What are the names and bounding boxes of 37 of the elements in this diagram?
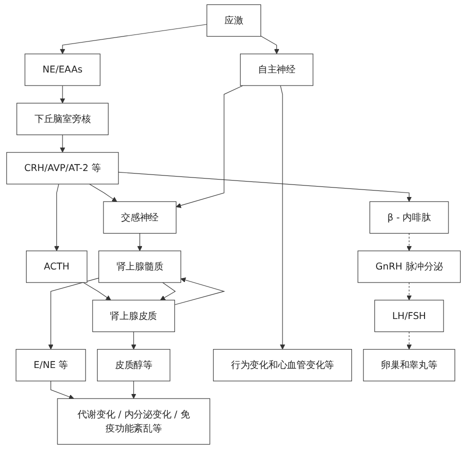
- arrow: [131, 331, 136, 350]
- node-box: NE/EAAs: [24, 54, 100, 86]
- node-box: 皮质醇等: [97, 349, 170, 382]
- arrow: [60, 134, 66, 153]
- arrow: [176, 85, 244, 208]
- node-box: 下丘脑室旁核: [16, 102, 109, 136]
- arrow: [406, 331, 412, 350]
- arrow: [137, 233, 142, 252]
- node-box: 自主神经: [240, 54, 314, 86]
- node-box: CRH/AVP/AT-2 等: [6, 152, 119, 184]
- arrow: [50, 380, 74, 400]
- arrow: [174, 278, 226, 306]
- node-box: GnRH 脉冲分泌: [358, 250, 461, 283]
- arrow: [131, 380, 136, 399]
- node-box: β - 内啡肽: [370, 201, 449, 234]
- arrow: [60, 24, 208, 54]
- arrow: [83, 282, 112, 300]
- node-box: E/NE 等: [16, 349, 86, 382]
- arrow: [54, 184, 60, 252]
- arrow: [406, 233, 412, 252]
- node-box: 交感神经: [103, 201, 176, 234]
- arrow: [48, 278, 100, 350]
- node-box: 行为变化和心血管变化等: [213, 349, 352, 382]
- arrow: [406, 282, 412, 300]
- node-box: 代谢变化 / 内分泌变化 / 免疫功能紊乱等: [57, 398, 210, 445]
- arrow: [280, 85, 286, 350]
- arrow: [118, 172, 412, 202]
- node-box: LH/FSH: [374, 300, 444, 332]
- node-box: 肾上腺髓质: [98, 250, 182, 283]
- node-box: ACTH: [26, 250, 88, 283]
- node-box: 肾上腺皮质: [92, 300, 175, 332]
- node-box: 应激: [206, 4, 262, 37]
- arrow: [260, 36, 280, 54]
- arrow: [88, 184, 118, 202]
- arrow: [60, 85, 66, 104]
- arrow: [160, 282, 176, 300]
- node-box: 卵巢和睾丸等: [363, 349, 456, 382]
